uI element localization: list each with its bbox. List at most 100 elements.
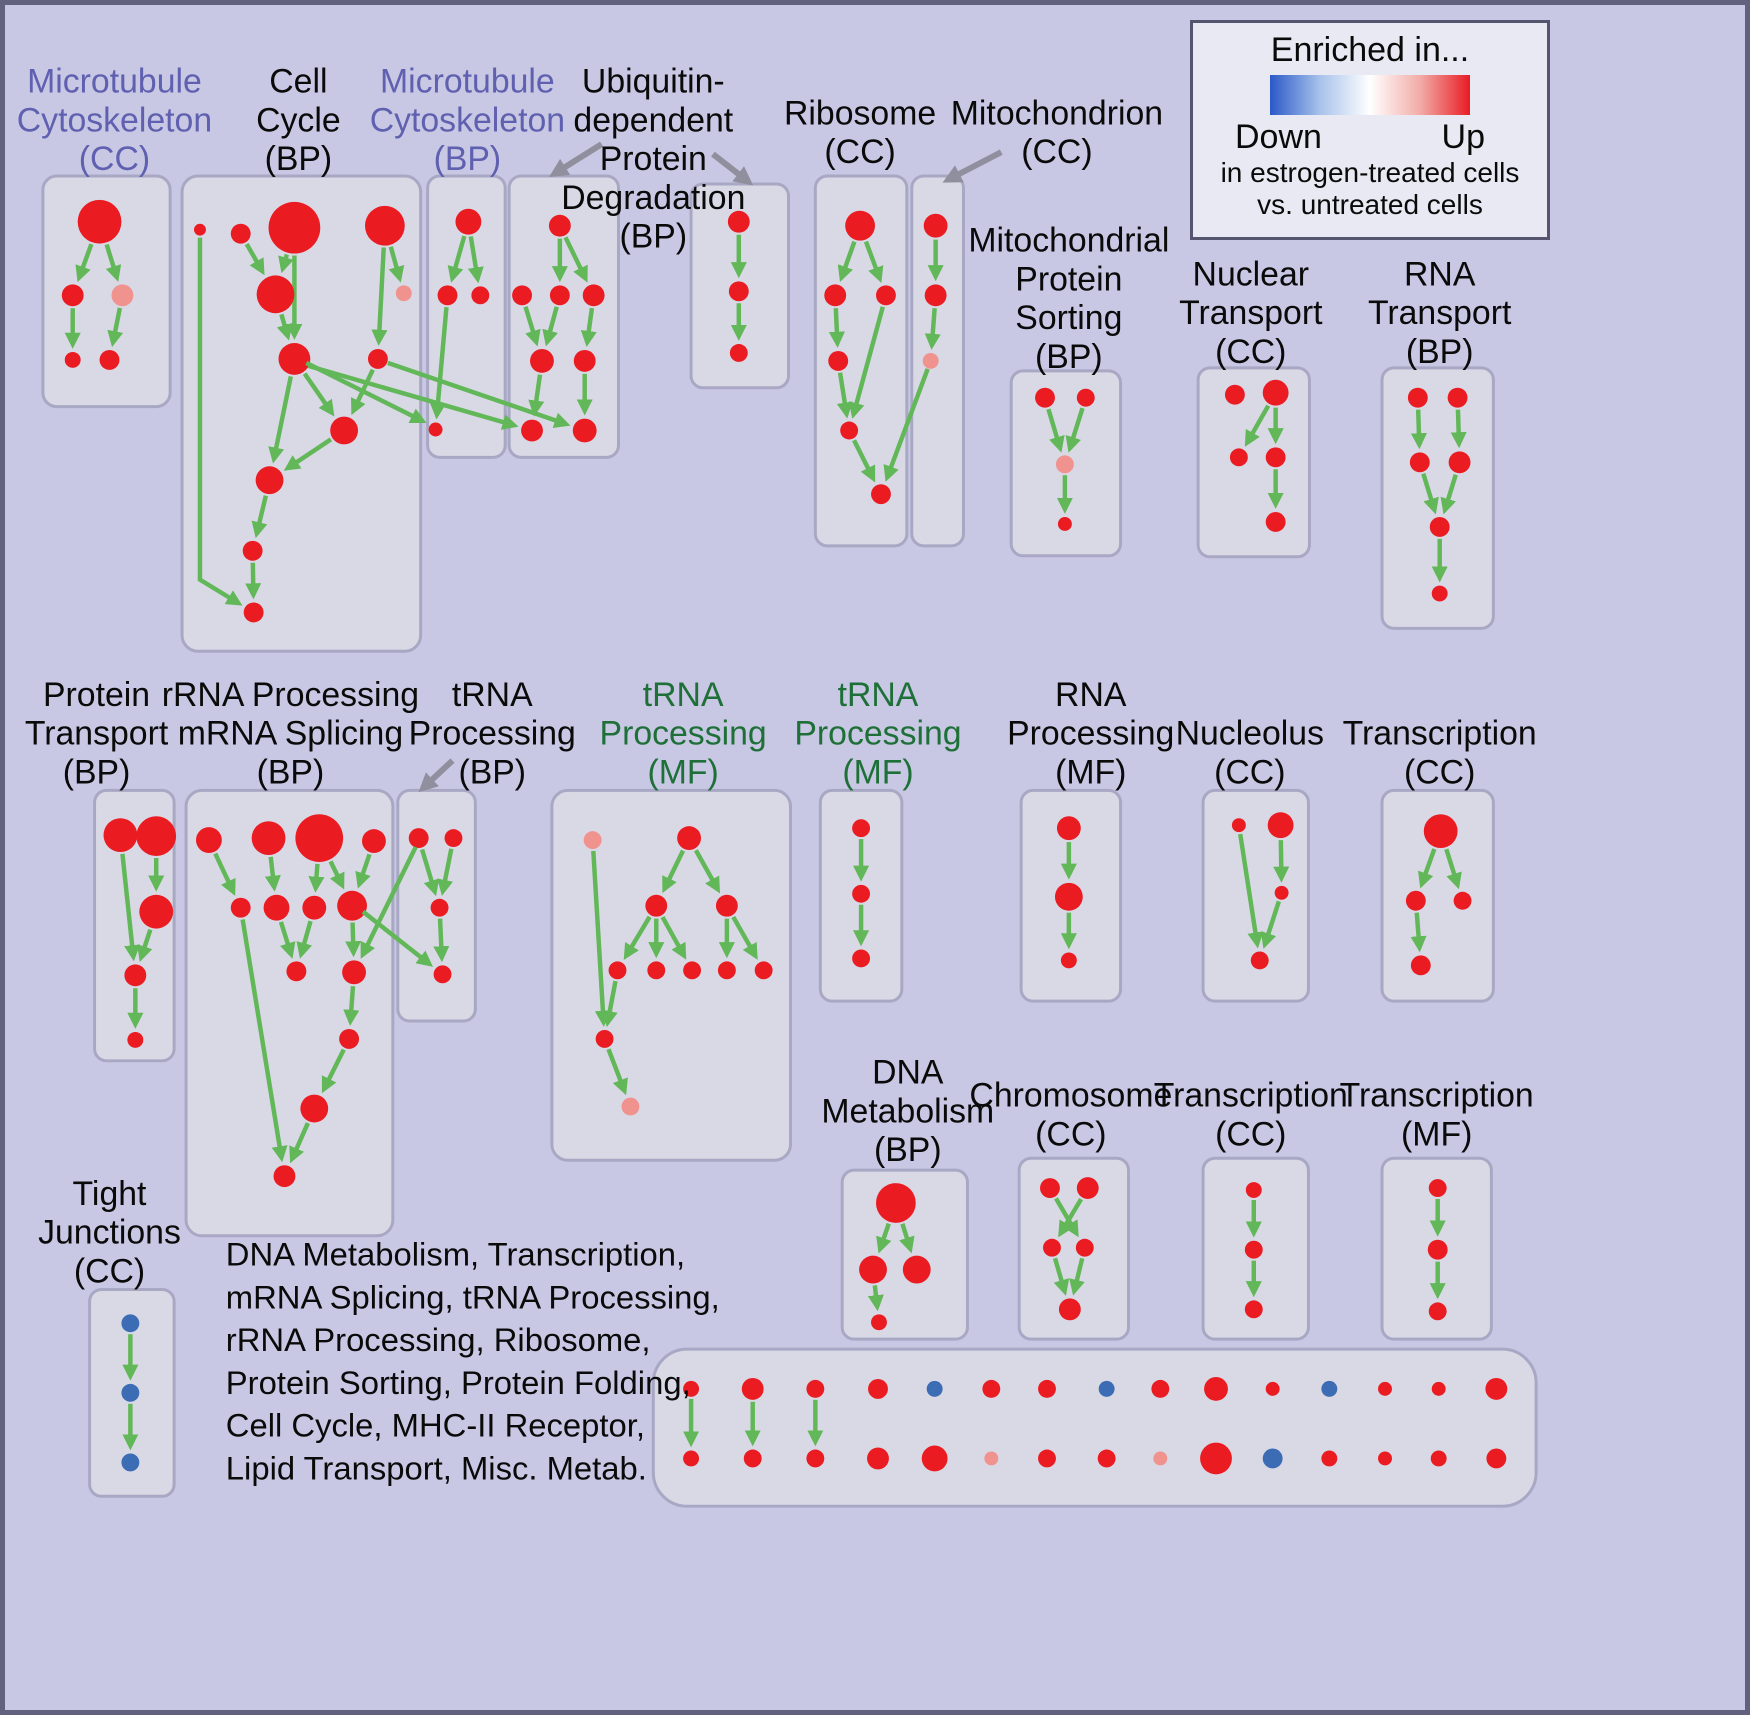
go-term-node: [256, 275, 295, 314]
go-edge: [447, 235, 467, 283]
go-edge: [321, 1048, 346, 1094]
go-term-node: [1321, 1380, 1338, 1397]
go-edge: [343, 986, 360, 1026]
cluster-box: [1196, 366, 1311, 559]
go-edge: [371, 247, 388, 346]
go-term-node: [1054, 882, 1083, 911]
go-term-node: [984, 1451, 999, 1466]
go-term-node: [1448, 451, 1471, 474]
cluster-rna-transport-bp: [1380, 366, 1495, 630]
cluster-rna-processing-mf: [1019, 788, 1123, 1003]
go-edge: [120, 853, 141, 962]
go-term-node: [121, 1314, 140, 1333]
go-term-node: [1274, 885, 1289, 900]
go-term-node: [342, 960, 366, 985]
label-chromosome-cc: Chromosome(CC): [969, 1077, 1172, 1154]
go-term-node: [339, 1028, 360, 1049]
go-edge: [1058, 1197, 1084, 1238]
cluster-ubiquitin-protein-degradation-bp: [507, 174, 620, 459]
go-edge: [693, 849, 721, 894]
go-term-node: [337, 890, 367, 921]
label-misc-note: DNA Metabolism, Transcription,mRNA Splic…: [226, 1236, 720, 1487]
go-edge: [276, 313, 293, 341]
go-term-node: [1224, 384, 1245, 405]
label-mitochondrion-cc: Mitochondrion(CC): [951, 94, 1163, 171]
cluster-nucleolus-cc: [1201, 788, 1310, 1003]
cluster-trna-processing-bp: [396, 788, 477, 1023]
go-term-node: [1076, 388, 1095, 407]
go-edge: [1046, 408, 1065, 453]
go-term-node: [1423, 814, 1458, 849]
go-term-node: [1431, 585, 1448, 602]
go-term-node: [621, 1097, 640, 1116]
cluster-summary: [651, 1347, 1538, 1508]
legend-subtitle-1: in estrogen-treated cells: [1220, 157, 1520, 188]
go-term-node: [99, 349, 120, 370]
go-term-node: [1267, 812, 1294, 839]
go-edge: [563, 236, 588, 283]
go-edge: [1450, 409, 1467, 449]
go-term-node: [295, 814, 344, 862]
cluster-cell-cycle-bp: [180, 174, 423, 653]
go-edge: [662, 849, 686, 894]
go-term-node: [1321, 1450, 1338, 1467]
go-term-node: [1076, 1177, 1099, 1199]
go-term-node: [582, 284, 605, 307]
cluster-dna-metabolism-bp: [840, 1168, 969, 1341]
cluster-microtubule-cytoskeleton-cc: [41, 174, 172, 409]
go-term-node: [444, 829, 463, 848]
go-term-node: [1378, 1381, 1392, 1396]
go-term-node: [1262, 1448, 1283, 1469]
go-term-node: [437, 285, 458, 306]
go-edge: [606, 1048, 628, 1096]
go-term-node: [1055, 455, 1074, 474]
go-term-node: [683, 1450, 700, 1467]
cluster-trna-processing-mf-2: [818, 788, 904, 1003]
go-edge: [244, 242, 265, 276]
go-term-node: [754, 961, 773, 980]
go-term-node: [364, 205, 405, 246]
go-term-node: [840, 421, 859, 440]
go-edge: [283, 437, 333, 471]
go-term-node: [1151, 1379, 1170, 1398]
go-edge: [302, 372, 335, 417]
go-edge: [876, 1222, 892, 1254]
go-edge: [591, 850, 611, 1027]
cross-cluster-edge: [883, 368, 930, 482]
go-edge: [289, 1122, 310, 1164]
label-transcription-mf: Transcription(MF): [1340, 1077, 1534, 1154]
go-term-node: [595, 1029, 614, 1048]
go-term-node: [1250, 951, 1269, 970]
go-term-node: [103, 818, 138, 853]
go-edge: [1444, 848, 1462, 890]
go-term-node: [471, 286, 490, 305]
go-edge: [1418, 848, 1437, 889]
legend-subtitle-2: vs. untreated cells: [1257, 189, 1483, 220]
go-term-node: [715, 894, 738, 917]
go-term-node: [852, 884, 871, 903]
go-term-node: [395, 285, 412, 302]
cluster-rrna-processing-mrna-splicing-bp: [184, 788, 395, 1238]
go-term-node: [1060, 952, 1077, 969]
label-pointer-arrow: [711, 151, 754, 186]
go-edge: [296, 920, 313, 959]
go-term-node: [828, 350, 849, 371]
go-edge: [852, 439, 876, 483]
go-term-node: [1262, 379, 1289, 406]
go-term-node: [121, 1383, 140, 1402]
go-term-node: [136, 816, 177, 857]
go-term-node: [683, 961, 702, 980]
go-term-node: [1040, 1178, 1060, 1199]
cluster-tight-junctions-cc: [88, 1287, 176, 1498]
go-edge: [107, 307, 124, 348]
go-term-node: [530, 348, 554, 373]
cluster-box: [41, 174, 172, 409]
go-term-node: [512, 285, 533, 306]
cluster-box: [651, 1347, 1538, 1508]
go-term-node: [367, 348, 388, 369]
go-term-node: [433, 965, 452, 984]
